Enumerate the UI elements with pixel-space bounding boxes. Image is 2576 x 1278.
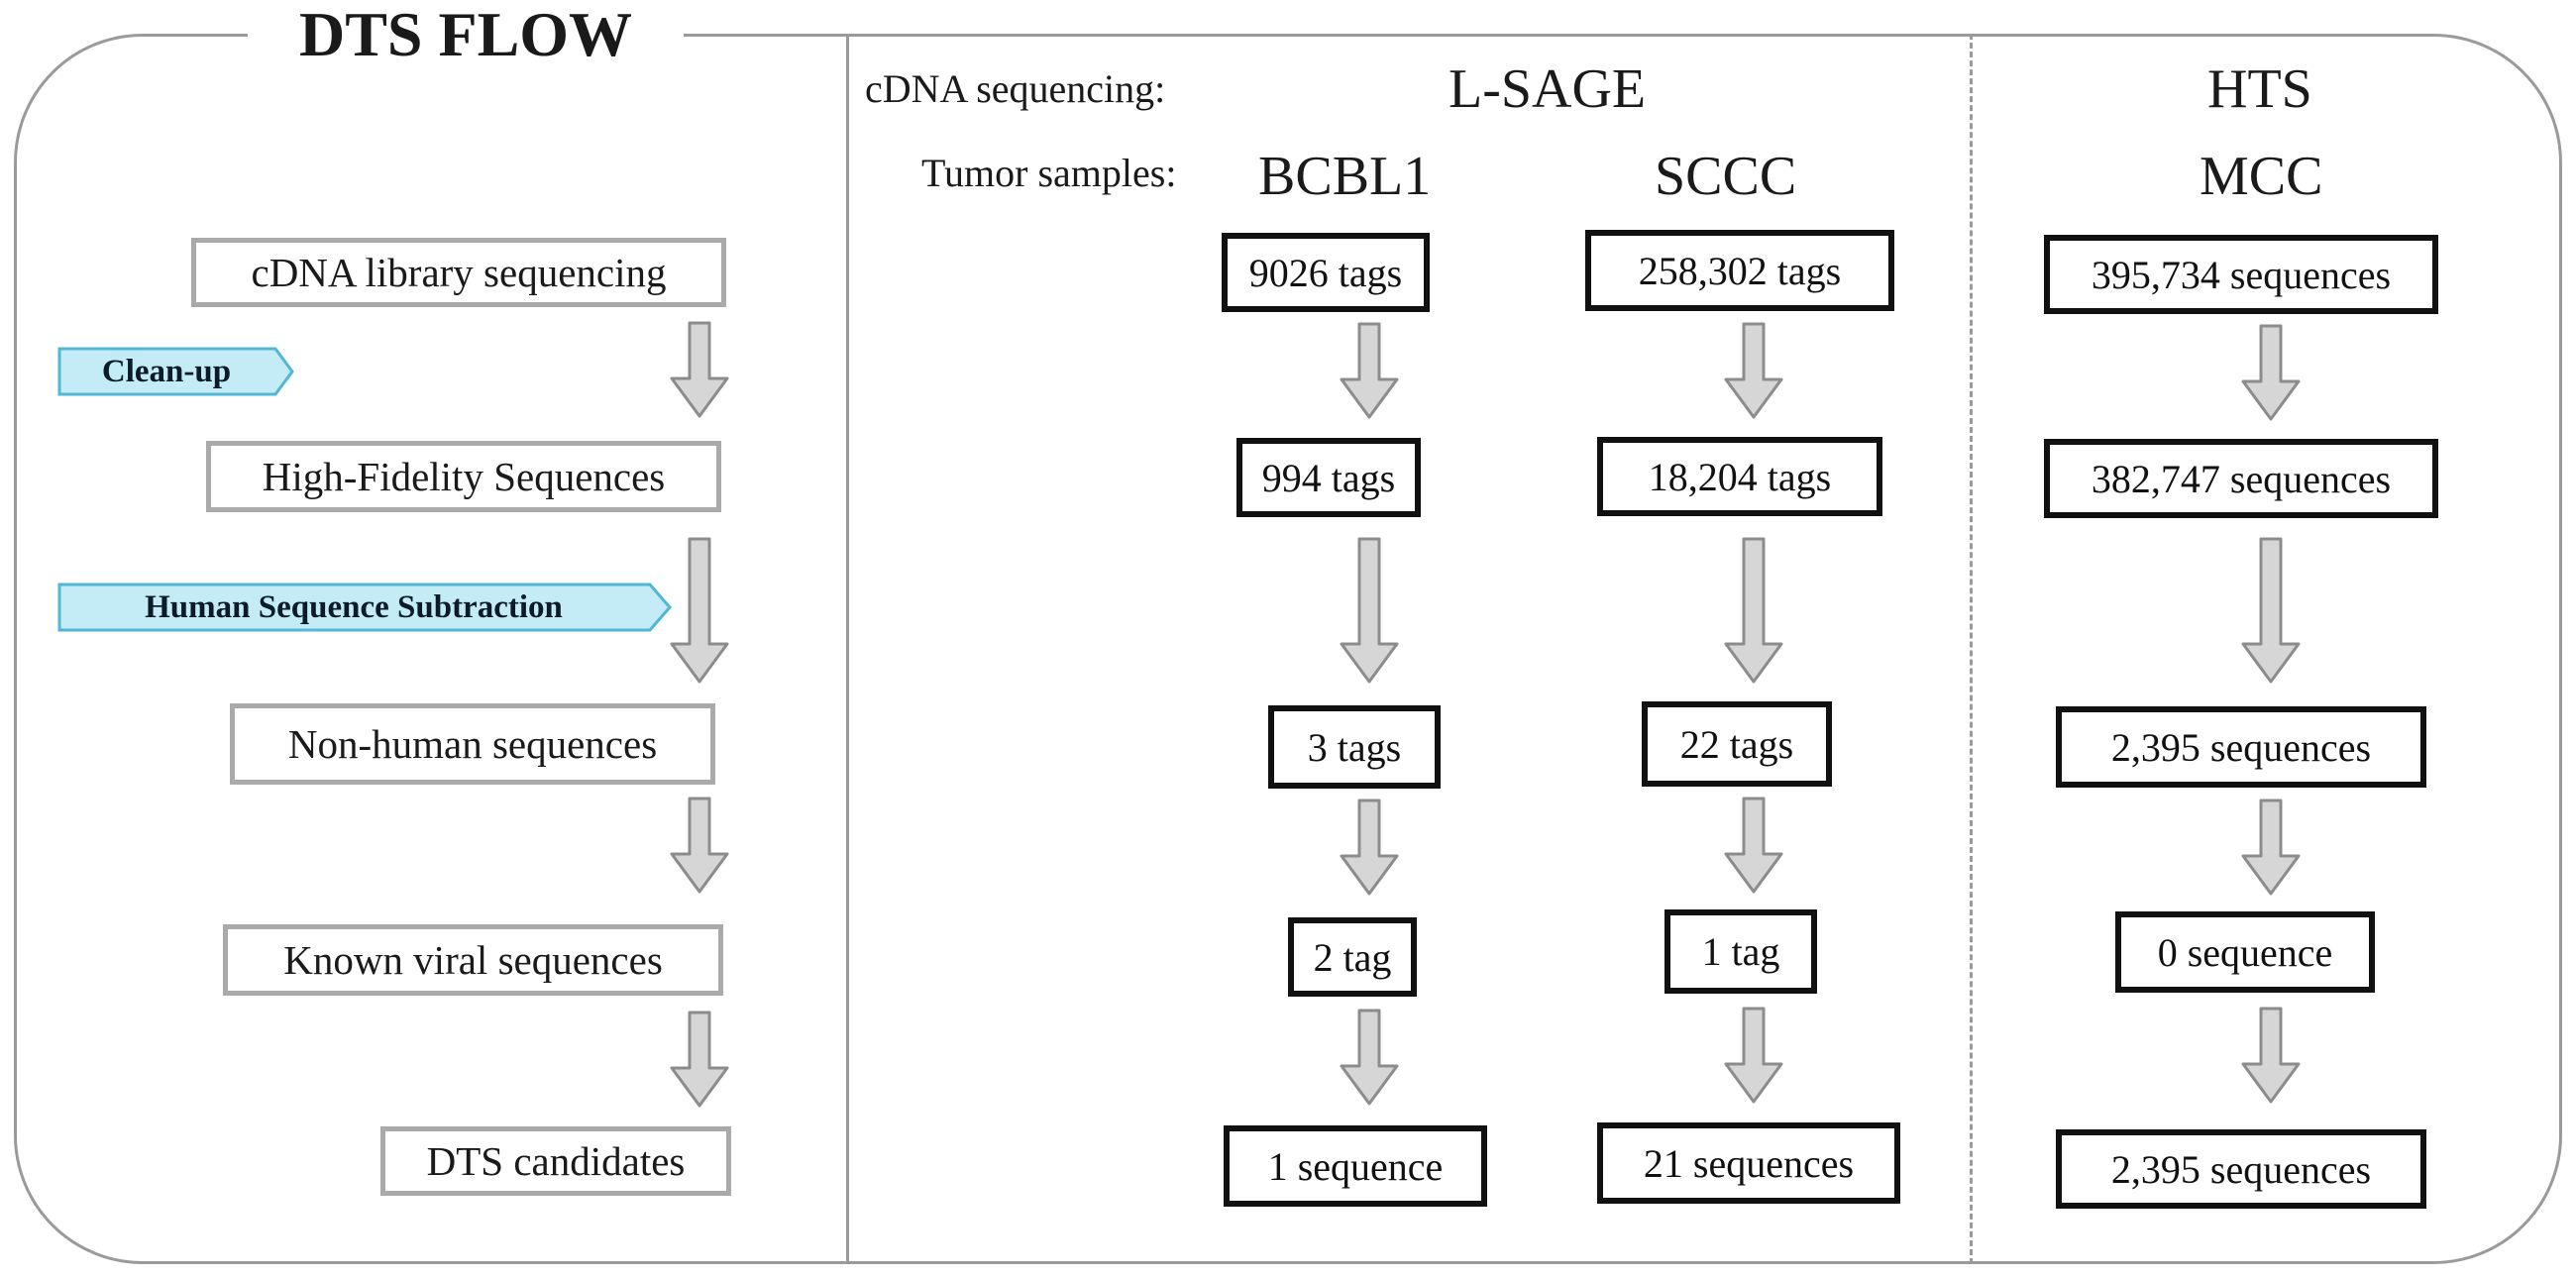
method-lsage: L-SAGE: [1449, 58, 1647, 120]
diagram-title: DTS FLOW: [298, 0, 633, 69]
bcbl1-arrow-4: [1340, 1009, 1399, 1106]
bcbl1-value-1: 9026 tags: [1222, 233, 1430, 312]
bcbl1-arrow-1: [1340, 322, 1399, 419]
method-hts: HTS: [2207, 58, 2312, 120]
sccc-value-3: 22 tags: [1642, 701, 1832, 787]
mcc-arrow-2: [2241, 537, 2301, 684]
bcbl1-value-5: 1 sequence: [1224, 1125, 1487, 1207]
sccc-value-4: 1 tag: [1664, 909, 1817, 994]
sample-bcbl1: BCBL1: [1258, 146, 1432, 207]
title-background: [248, 0, 684, 69]
mcc-value-1: 395,734 sequences: [2044, 235, 2438, 314]
human-subtraction-tag-label: Human Sequence Subtraction: [145, 589, 563, 625]
left-divider: [846, 34, 849, 1264]
human-subtraction-tag: Human Sequence Subtraction: [57, 583, 674, 632]
mcc-arrow-1: [2241, 324, 2301, 421]
dashed-divider: [1970, 34, 1973, 1264]
bcbl1-value-3: 3 tags: [1268, 705, 1441, 789]
bcbl1-value-4: 2 tag: [1288, 917, 1417, 997]
step-non-human-sequences: Non-human sequences: [230, 703, 715, 785]
left-arrow-3: [670, 797, 729, 894]
bcbl1-arrow-3: [1340, 799, 1399, 896]
sample-mcc: MCC: [2200, 146, 2323, 207]
clean-up-tag-shape: [57, 347, 294, 396]
left-arrow-1: [670, 321, 729, 418]
sccc-arrow-1: [1724, 322, 1783, 419]
mcc-value-5: 2,395 sequences: [2056, 1129, 2426, 1209]
mcc-arrow-3: [2241, 799, 2301, 896]
sccc-arrow-3: [1724, 797, 1783, 894]
sccc-value-2: 18,204 tags: [1597, 437, 1882, 516]
mcc-value-2: 382,747 sequences: [2044, 439, 2438, 518]
tumor-samples-label: Tumor samples:: [921, 151, 1177, 195]
clean-up-tag-label: Clean-up: [101, 354, 232, 389]
sccc-value-5: 21 sequences: [1597, 1122, 1900, 1204]
sccc-arrow-4: [1724, 1007, 1783, 1104]
bcbl1-value-2: 994 tags: [1236, 438, 1421, 517]
sccc-arrow-2: [1724, 537, 1783, 684]
mcc-value-3: 2,395 sequences: [2056, 706, 2426, 788]
bcbl1-arrow-2: [1340, 537, 1399, 684]
step-high-fidelity-sequences: High-Fidelity Sequences: [206, 441, 721, 512]
step-dts-candidates: DTS candidates: [380, 1126, 731, 1196]
mcc-arrow-4: [2241, 1007, 2301, 1104]
sccc-value-1: 258,302 tags: [1585, 230, 1894, 311]
left-arrow-4: [670, 1011, 729, 1108]
step-known-viral-sequences: Known viral sequences: [223, 924, 723, 996]
human-subtraction-tag-shape: [57, 583, 672, 632]
clean-up-tag: Clean-up: [57, 347, 295, 396]
step-cdna-library-sequencing: cDNA library sequencing: [191, 238, 726, 307]
outer-frame: [14, 34, 2562, 1264]
left-arrow-2: [670, 537, 729, 684]
cdna-sequencing-label: cDNA sequencing:: [865, 66, 1166, 111]
sample-sccc: SCCC: [1655, 146, 1797, 207]
mcc-value-4: 0 sequence: [2115, 911, 2375, 993]
